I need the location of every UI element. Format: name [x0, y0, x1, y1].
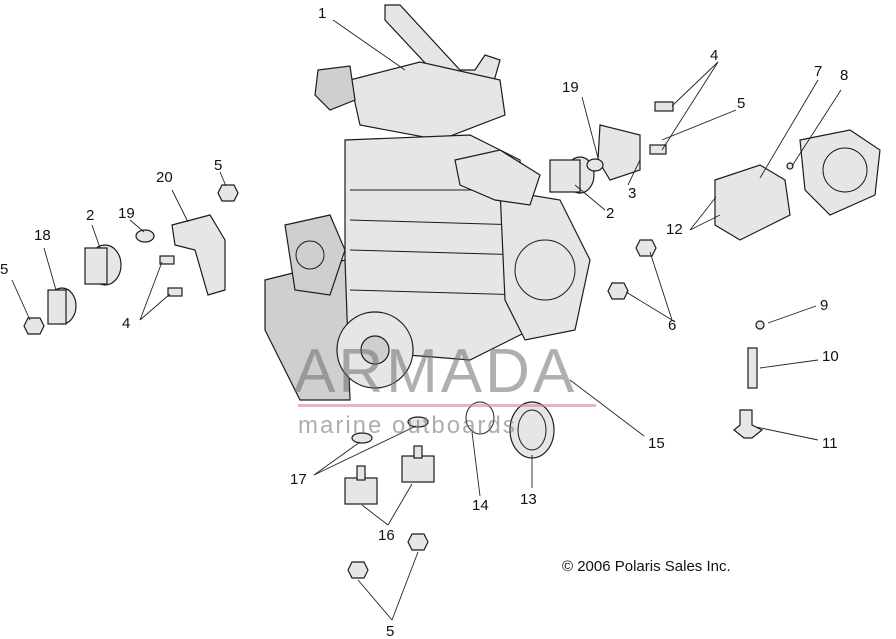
- callout-label: 5: [214, 157, 223, 174]
- nut-left: [23, 317, 45, 335]
- clamp-14: [465, 401, 495, 435]
- callout-label: 4: [710, 47, 719, 64]
- callout-label: 3: [628, 185, 637, 202]
- callout-label: 2: [86, 207, 95, 224]
- callout-label: 4: [122, 315, 131, 332]
- mount-bracket-left: [171, 214, 226, 296]
- watermark-tagline: marine outboards: [298, 412, 517, 439]
- callout-label: 19: [562, 79, 579, 96]
- bolt-upper-right: [654, 101, 674, 112]
- callout-label: 20: [156, 169, 173, 186]
- callout-label: 6: [668, 317, 677, 334]
- pin-10: [747, 347, 758, 389]
- callout-label: 2: [606, 205, 615, 222]
- washer-right: [586, 158, 604, 172]
- intake-tube: [384, 4, 501, 96]
- copyright-notice: © 2006 Polaris Sales Inc.: [562, 558, 731, 575]
- throttle-body-top: [314, 65, 356, 111]
- callout-label: 17: [290, 471, 307, 488]
- callout-label: 8: [840, 67, 849, 84]
- callout-label: 16: [378, 527, 395, 544]
- callout-label: 18: [34, 227, 51, 244]
- callout-label: 14: [472, 497, 489, 514]
- isolator-16a: [344, 477, 378, 505]
- callout-label: 19: [118, 205, 135, 222]
- callout-label: 10: [822, 348, 839, 365]
- housing-12: [714, 164, 791, 241]
- leader-lines: [11, 19, 842, 621]
- callout-label: 5: [386, 623, 395, 639]
- callout-label: 5: [737, 95, 746, 112]
- throttle-housing-8: [799, 129, 881, 216]
- washer-left: [135, 229, 155, 243]
- callout-label: 13: [520, 491, 537, 508]
- valve-cover: [349, 61, 506, 141]
- callout-label: 15: [648, 435, 665, 452]
- side-cover: [499, 189, 591, 341]
- mount-bracket-right: [597, 124, 641, 181]
- watermark-brand: ARMADA: [294, 337, 578, 406]
- callout-label: 11: [822, 435, 838, 452]
- throttle-body-left: [284, 214, 346, 296]
- isolator-16b: [401, 455, 435, 483]
- exhaust-elbow: [454, 149, 541, 206]
- part-9: [755, 320, 765, 330]
- part-11: [733, 409, 764, 439]
- callout-label: 12: [666, 221, 683, 238]
- callout-label: 7: [814, 63, 823, 80]
- callout-label: 1: [318, 5, 327, 22]
- callout-label: 5: [0, 261, 9, 278]
- watermark-accent-bar: [298, 404, 596, 407]
- callout-label: 9: [820, 297, 829, 314]
- nut-upper-left: [217, 184, 239, 202]
